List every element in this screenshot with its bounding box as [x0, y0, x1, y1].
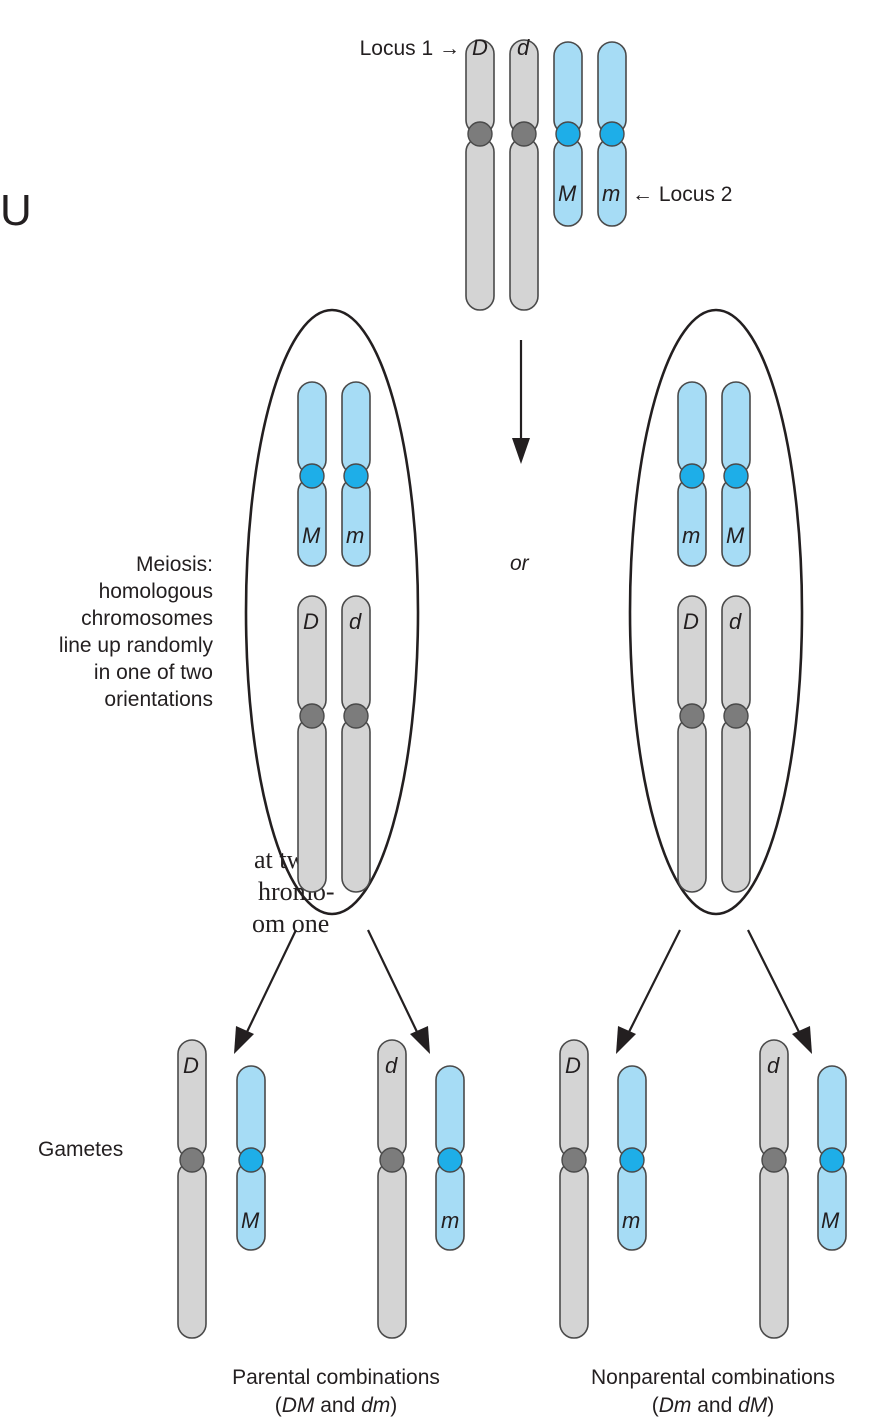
right-blue-allele-M: M	[726, 523, 745, 548]
svg-text:M: M	[241, 1208, 260, 1233]
top-chromosomes: D d M m Locus 1 → ← Locus 2	[360, 35, 733, 310]
svg-text:orientations: orientations	[104, 688, 213, 711]
right-gray-allele-d: d	[729, 609, 742, 634]
top-allele-d: d	[517, 35, 530, 60]
gamete-dm: d m	[378, 1040, 464, 1338]
svg-text:chromosomes: chromosomes	[81, 607, 213, 630]
left-blue-allele-M: M	[302, 523, 321, 548]
svg-text:M: M	[821, 1208, 840, 1233]
top-allele-D: D	[472, 35, 488, 60]
partial-heading: U	[0, 186, 32, 235]
top-gray-chromosome-d	[510, 40, 538, 310]
svg-text:m: m	[622, 1208, 640, 1233]
gametes-label: Gametes	[38, 1138, 123, 1161]
parental-caption-title: Parental combinations	[232, 1366, 440, 1389]
left-gray-allele-D: D	[303, 609, 319, 634]
parental-caption-detail: (DM and dm)	[275, 1394, 398, 1417]
nonparental-caption-title: Nonparental combinations	[591, 1366, 835, 1389]
left-blue-allele-m: m	[346, 523, 364, 548]
or-label: or	[510, 552, 530, 575]
meiosis-label: Meiosis: homologous chromosomes line up …	[59, 553, 214, 711]
right-blue-allele-m: m	[682, 523, 700, 548]
gamete-dM: d M	[760, 1040, 846, 1338]
gamete-arrows	[234, 930, 812, 1054]
svg-text:m: m	[441, 1208, 459, 1233]
down-arrow	[512, 340, 530, 464]
svg-text:d: d	[767, 1053, 780, 1078]
svg-text:d: d	[385, 1053, 398, 1078]
top-allele-m: m	[602, 181, 620, 206]
gamete-Dm: D m	[560, 1040, 646, 1338]
left-orientation: M m D d	[246, 310, 418, 914]
svg-text:D: D	[565, 1053, 581, 1078]
left-gray-allele-d: d	[349, 609, 362, 634]
locus2-label: ← Locus 2	[632, 183, 732, 206]
right-orientation: m M D d	[630, 310, 802, 914]
svg-text:Meiosis:: Meiosis:	[136, 553, 213, 576]
right-gray-allele-D: D	[683, 609, 699, 634]
partial-body-line-3: om one	[252, 909, 329, 938]
svg-text:in one of two: in one of two	[94, 661, 213, 684]
svg-text:D: D	[183, 1053, 199, 1078]
top-allele-M: M	[558, 181, 577, 206]
locus1-label: Locus 1 →	[360, 37, 460, 60]
svg-text:homologous: homologous	[99, 580, 213, 603]
nonparental-caption-detail: (Dm and dM)	[652, 1394, 775, 1417]
gamete-DM: D M	[178, 1040, 265, 1338]
top-gray-chromosome-D	[466, 40, 494, 310]
svg-text:line up randomly: line up randomly	[59, 634, 214, 657]
